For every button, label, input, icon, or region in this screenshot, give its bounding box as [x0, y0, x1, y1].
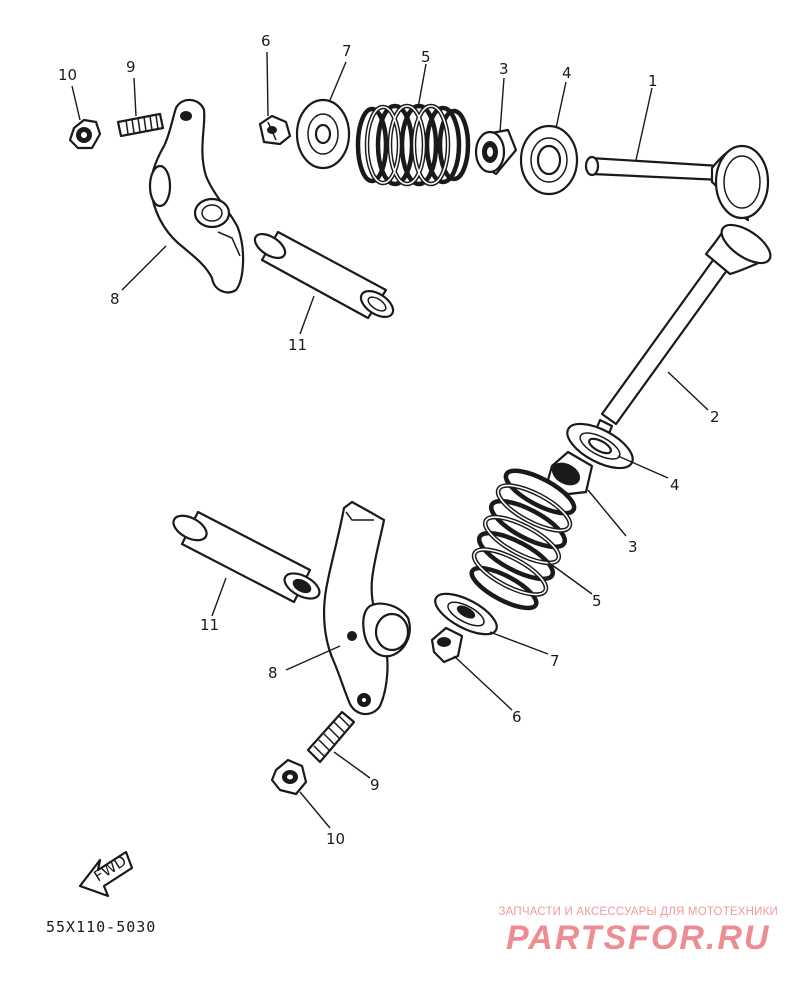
part-callouts: 10 9 6 7 5 3 4 1 8 11 2 4 3 5 7 6 11 8 9…	[58, 32, 720, 848]
valve-spring-upper	[355, 103, 471, 187]
callout-7-lower: 7	[550, 652, 560, 670]
callout-2: 2	[710, 408, 720, 426]
adjusting-screw-lower	[306, 710, 356, 764]
adjusting-screw-upper	[116, 112, 165, 138]
callout-5-lower: 5	[592, 592, 602, 610]
callout-10-upper: 10	[58, 66, 77, 84]
callout-11-upper: 11	[288, 336, 307, 354]
spring-retainer-lower	[434, 592, 498, 636]
callout-5-upper: 5	[421, 48, 431, 66]
spring-seat-upper	[519, 124, 579, 196]
callout-7-upper: 7	[342, 42, 352, 60]
callout-9-upper: 9	[126, 58, 136, 76]
forward-direction-arrow-icon: FWD	[78, 850, 134, 898]
watermark-logo: PARTSFOR.RU	[506, 919, 771, 957]
callout-9-lower: 9	[370, 776, 380, 794]
callout-3-upper: 3	[499, 60, 509, 78]
intake-valve	[584, 144, 770, 222]
callout-4-upper: 4	[562, 64, 572, 82]
callout-8-upper: 8	[110, 290, 120, 308]
rocker-shaft-lower	[172, 510, 321, 604]
stem-seal-upper	[474, 128, 518, 176]
rocker-shaft-upper	[253, 230, 395, 320]
watermark-tagline: ЗАПЧАСТИ И АКСЕССУАРЫ ДЛЯ МОТОТЕХНИКИ	[498, 906, 778, 918]
valve-cotter-upper	[258, 114, 292, 146]
callout-6-lower: 6	[512, 708, 522, 726]
leader-lines	[71, 51, 709, 829]
rocker-arm-upper	[148, 98, 245, 294]
callout-4-lower: 4	[670, 476, 680, 494]
callout-1: 1	[648, 72, 658, 90]
lock-nut-lower	[270, 758, 308, 796]
lock-nut-upper	[68, 118, 102, 150]
callout-3-lower: 3	[628, 538, 638, 556]
spring-seat-lower	[566, 422, 634, 470]
spring-retainer-upper	[295, 98, 351, 170]
callout-10-lower: 10	[326, 830, 345, 848]
callout-8-lower: 8	[268, 664, 278, 682]
exhaust-valve	[594, 223, 772, 438]
diagram-reference-code: 55X110-5030	[46, 918, 157, 936]
callout-11-lower: 11	[200, 616, 219, 634]
valve-spring-lower	[469, 468, 577, 611]
watermark: ЗАПЧАСТИ И АКСЕССУАРЫ ДЛЯ МОТОТЕХНИКИ PA…	[498, 906, 778, 958]
rocker-arm-lower	[322, 500, 411, 716]
callout-6-upper: 6	[261, 32, 271, 50]
valve-cotter-lower	[430, 626, 464, 664]
